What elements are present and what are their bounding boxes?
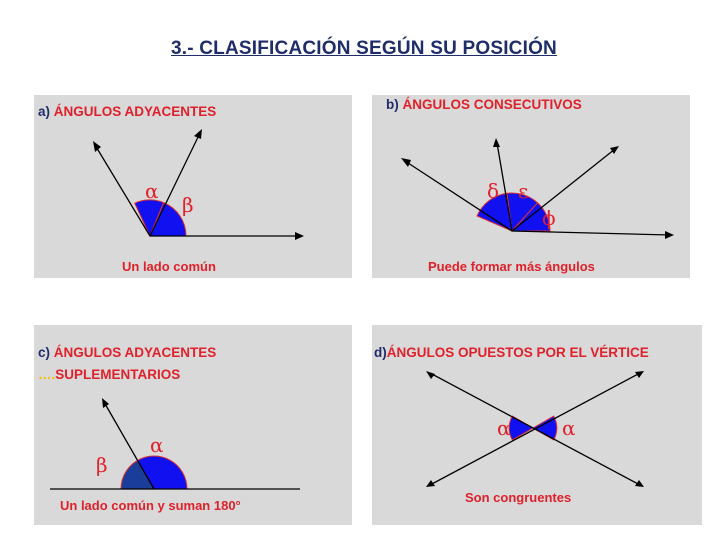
- symbol-beta: β: [182, 193, 194, 217]
- panel-b-heading: b) ÁNGULOS CONSECUTIVOS: [386, 97, 582, 112]
- panel-d-prefix: d): [374, 345, 387, 360]
- panel-d-caption: Son congruentes: [465, 490, 572, 505]
- panel-c-heading-line2: ….SUPLEMENTARIOS: [38, 367, 180, 382]
- symbol-alpha: α: [145, 179, 159, 203]
- symbol-epsilon: ε: [518, 179, 529, 203]
- panel-c-heading: c) ÁNGULOS ADYACENTES: [38, 345, 216, 360]
- panel-b-prefix: b): [386, 97, 399, 112]
- panel-c-prefix: c): [38, 345, 51, 360]
- panel-adjacent-angles: [34, 95, 352, 278]
- panel-a-title: ÁNGULOS ADYACENTES: [53, 104, 217, 119]
- symbol-alpha: α: [150, 433, 164, 457]
- panel-d-heading: d)ÁNGULOS OPUESTOS POR EL VÉRTICE: [374, 345, 649, 360]
- panel-a-prefix: a): [38, 104, 51, 119]
- page-title: 3.- CLASIFICACIÓN SEGÚN SU POSICIÓN: [171, 38, 557, 59]
- panel-c-title-line1: ÁNGULOS ADYACENTES: [53, 345, 217, 360]
- panel-c-caption: Un lado común y suman 180°: [60, 498, 241, 513]
- panel-c-title-line2: SUPLEMENTARIOS: [55, 367, 181, 382]
- panel-a-heading: a) ÁNGULOS ADYACENTES: [38, 104, 216, 119]
- panel-vertical-angles: [372, 325, 702, 525]
- panel-a-caption: Un lado común: [122, 259, 216, 274]
- panel-c-dots: ….: [38, 367, 56, 382]
- symbol-alpha-right: α: [562, 416, 576, 440]
- panel-b-caption: Puede formar más ángulos: [428, 259, 595, 274]
- panel-d-title: ÁNGULOS OPUESTOS POR EL VÉRTICE: [386, 345, 649, 360]
- symbol-phi: ϕ: [542, 206, 556, 230]
- panel-supplementary-angles: [34, 325, 352, 525]
- symbol-delta: δ: [487, 179, 500, 203]
- symbol-beta: β: [96, 453, 108, 477]
- symbol-alpha-left: α: [497, 416, 511, 440]
- panel-consecutive-angles: [372, 95, 690, 278]
- panel-b-title: ÁNGULOS CONSECUTIVOS: [402, 97, 582, 112]
